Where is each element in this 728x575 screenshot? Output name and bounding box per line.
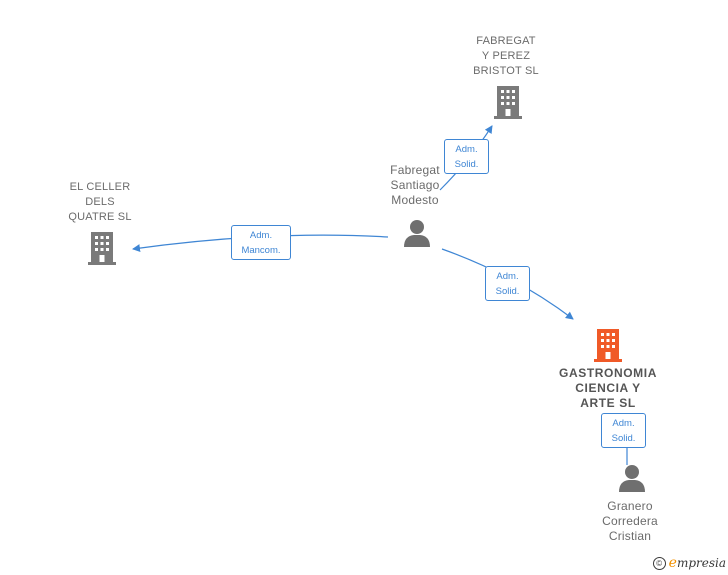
- empresia-logo: © empresia: [652, 555, 726, 571]
- building-icon[interactable]: [86, 230, 118, 266]
- edge-label-adm-solid[interactable]: Adm. Solid.: [444, 139, 489, 174]
- person-icon[interactable]: [402, 218, 432, 248]
- person-icon[interactable]: [617, 463, 647, 493]
- brand-name: mpresia: [676, 556, 726, 570]
- company-label-fabregat-perez: FABREGAT Y PEREZ BRISTOT SL: [473, 35, 539, 77]
- edge-label-adm-mancom[interactable]: Adm. Mancom.: [231, 225, 291, 260]
- brand-e: e: [668, 555, 677, 571]
- building-icon-main[interactable]: [592, 327, 624, 363]
- person-label-granero: Granero Corredera Cristian: [602, 499, 658, 543]
- edge-label-adm-solid[interactable]: Adm. Solid.: [485, 266, 530, 301]
- copyright-icon: ©: [652, 556, 666, 570]
- edge-label-adm-solid[interactable]: Adm. Solid.: [601, 413, 646, 448]
- company-label-el-celler: EL CELLER DELS QUATRE SL: [68, 181, 132, 223]
- person-label-fabregat: Fabregat Santiago Modesto: [390, 163, 440, 207]
- building-icon[interactable]: [492, 84, 524, 120]
- company-label-gastronomia: GASTRONOMIA CIENCIA Y ARTE SL: [559, 366, 657, 410]
